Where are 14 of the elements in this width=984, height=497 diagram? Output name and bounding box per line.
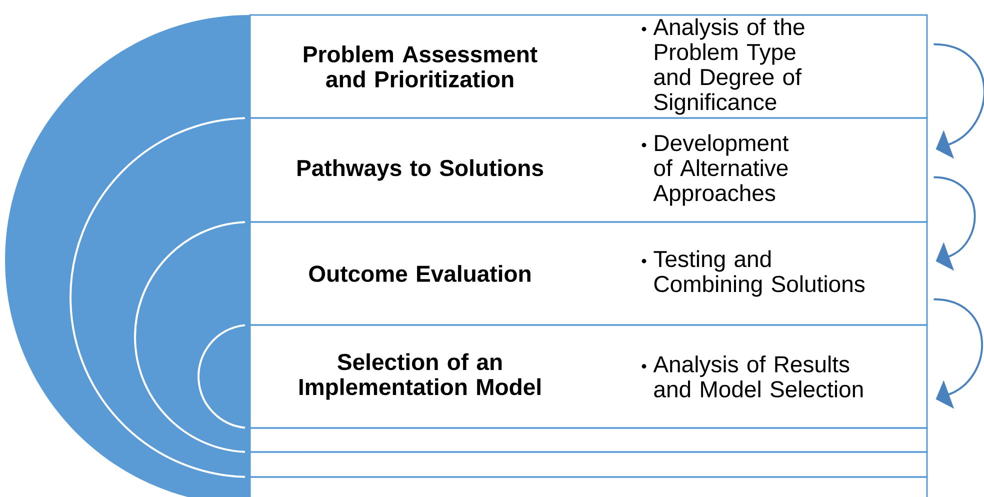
bullet-item: Development of Alternative Approaches bbox=[653, 134, 789, 206]
table-row bbox=[249, 476, 928, 497]
table-row bbox=[249, 427, 928, 453]
row-title: Outcome Evaluation bbox=[309, 265, 530, 282]
bullet-item: Testing and Combining Solutions bbox=[654, 250, 865, 297]
table-row bbox=[249, 451, 928, 478]
curved-arrow bbox=[934, 176, 976, 271]
bullet-item: Analysis of the Problem Type and Degree of Significance bbox=[653, 18, 804, 115]
bullet-item: Analysis of Results and Model Selection bbox=[653, 356, 863, 398]
curved-arrow bbox=[934, 43, 984, 159]
row-title: Problem Assessment and Prioritization bbox=[304, 46, 538, 88]
row-title: Pathways to Solutions bbox=[298, 159, 544, 181]
curved-arrow bbox=[934, 298, 983, 409]
row-title: Selection of an Implementation Model bbox=[300, 353, 540, 400]
